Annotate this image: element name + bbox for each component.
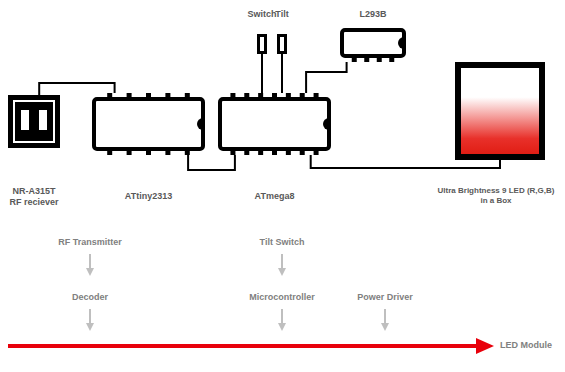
component-box: Switch: [257, 34, 267, 54]
timeline-arrow: [8, 344, 478, 348]
component-box: NR-A315T RF reciever: [8, 95, 60, 148]
wire: [188, 155, 235, 170]
flow-arrow: [89, 254, 91, 272]
stage-label: Tilt Switch: [260, 237, 305, 247]
timeline-arrowhead: [476, 338, 494, 354]
component-label: L293B: [359, 9, 386, 20]
component-label: Switch: [247, 9, 276, 20]
led-symbol: [455, 62, 545, 160]
wire: [306, 62, 347, 93]
stage-label: RF Transmitter: [58, 237, 122, 247]
component-label: ATtiny2313: [125, 191, 172, 202]
chip-symbol: [340, 28, 406, 62]
flow-arrow: [89, 309, 91, 327]
component-label: ATmega8: [255, 191, 295, 202]
stage-label: Power Driver: [357, 292, 413, 302]
component-box: L293B: [340, 28, 406, 62]
component-box: ATtiny2313: [92, 93, 205, 155]
chip-symbol: [218, 93, 331, 155]
component-label: Ultra Brightness 9 LED (R,G,B) in a Box: [434, 186, 558, 206]
rf-symbol: [8, 95, 60, 148]
wire: [39, 83, 114, 95]
chip-symbol: [92, 93, 205, 155]
component-box: Ultra Brightness 9 LED (R,G,B) in a Box: [455, 62, 545, 160]
component-label: NR-A315T RF reciever: [7, 186, 61, 209]
wire: [261, 54, 263, 93]
component-box: Tilt: [277, 34, 287, 54]
sw-symbol: [277, 34, 287, 54]
flow-arrow: [384, 309, 386, 327]
wire: [281, 54, 283, 93]
flow-arrow: [281, 309, 283, 327]
stage-label: Microcontroller: [249, 292, 315, 302]
stage-label: LED Module: [500, 340, 552, 350]
stage-label: Decoder: [72, 292, 108, 302]
flow-arrow: [281, 254, 283, 272]
sw-symbol: [257, 34, 267, 54]
component-box: ATmega8: [218, 93, 331, 155]
component-label: Tilt: [275, 9, 288, 20]
